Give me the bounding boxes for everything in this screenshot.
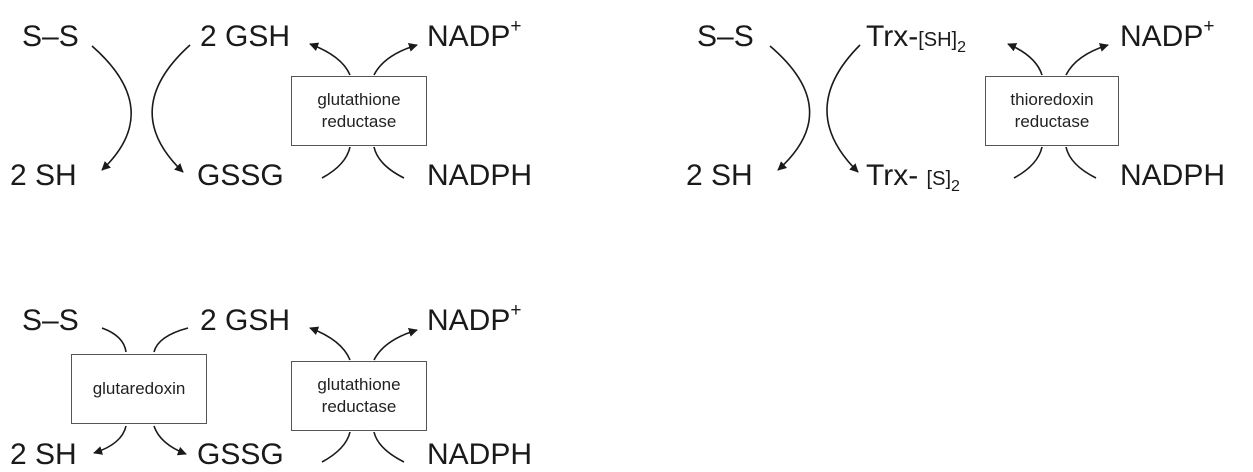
arrow-enzyme-to-gsh-a — [309, 42, 351, 76]
gsh-label-a: 2 GSH — [200, 20, 291, 53]
glutathione-reductase-box-a: glutathione reductase — [291, 76, 427, 146]
arc-gsh-to-grx-c — [153, 327, 189, 353]
thiol-label-b: 2 SH — [686, 159, 753, 192]
arrow-ss-to-sh-b — [769, 45, 811, 171]
arrow-enzyme-to-nadp-b — [1065, 43, 1109, 76]
arrow-gsh-to-gssg-a — [151, 44, 191, 173]
enzyme-line2-c: reductase — [321, 397, 397, 416]
arc-nadph-to-enzyme-b — [1065, 146, 1097, 179]
gssg-label-a: GSSG — [197, 159, 284, 192]
disulfide-label-b: S–S — [697, 20, 754, 53]
disulfide-label-a: S–S — [22, 20, 79, 53]
arrow-enzyme-to-gsh-c — [309, 326, 351, 361]
nadph-label-c: NADPH — [427, 438, 533, 471]
enzyme-line1-c: glutathione — [317, 375, 401, 394]
trx-oxidized-label-b: Trx- [S]2 — [866, 159, 960, 195]
enzyme-line1-a: glutathione — [317, 90, 401, 109]
arrow-enzyme-to-nadp-c — [373, 328, 418, 361]
arrow-enzyme-to-nadp-a — [373, 43, 418, 76]
glutaredoxin-box-c: glutaredoxin — [71, 354, 207, 424]
nadp-label-a: NADP+ — [427, 16, 522, 53]
arc-trxs-to-enzyme-b — [1013, 146, 1043, 179]
glutathione-reductase-box-c: glutathione reductase — [291, 361, 427, 431]
nadp-label-b: NADP+ — [1120, 16, 1215, 53]
nadph-label-a: NADPH — [427, 159, 533, 192]
enzyme-line2-a: reductase — [321, 112, 397, 131]
enzyme-line2-b: reductase — [1014, 112, 1090, 131]
thiol-label-c: 2 SH — [10, 438, 77, 471]
arrow-trx-sh-to-trx-s-b — [826, 44, 861, 173]
thioredoxin-reductase-box-b: thioredoxin reductase — [985, 76, 1119, 146]
arrow-grx-to-gssg-c — [153, 425, 187, 456]
enzyme-line1-b: thioredoxin — [1010, 90, 1094, 109]
arrow-enzyme-to-trxsh-b — [1007, 43, 1043, 76]
gsh-label-c: 2 GSH — [200, 304, 291, 337]
arc-gssg-to-enzyme-c — [321, 431, 351, 463]
arrow-ss-to-sh-a — [91, 45, 132, 171]
disulfide-label-c: S–S — [22, 304, 79, 337]
gssg-label-c: GSSG — [197, 438, 284, 471]
arc-nadph-to-enzyme-c — [373, 431, 405, 463]
arrow-grx-to-sh-c — [93, 425, 127, 455]
nadp-label-c: NADP+ — [427, 300, 522, 337]
thiol-label-a: 2 SH — [10, 159, 77, 192]
arc-nadph-to-enzyme-a — [373, 146, 405, 179]
glutaredoxin-label-c: glutaredoxin — [92, 379, 186, 398]
arc-gssg-to-enzyme-a — [321, 146, 351, 179]
trx-reduced-label-b: Trx-[SH]2 — [866, 20, 967, 56]
arc-ss-to-grx-c — [101, 327, 127, 353]
nadph-label-b: NADPH — [1120, 159, 1226, 192]
